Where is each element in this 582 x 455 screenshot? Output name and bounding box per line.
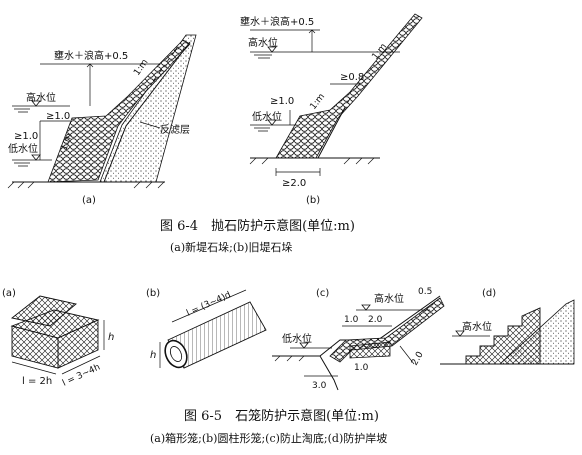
filter-leader <box>139 121 161 129</box>
dim-top-label: ≥0.8 <box>340 72 364 83</box>
low-water-marker <box>31 154 41 161</box>
wave-label-b: 壅水＋浪高+0.5 <box>240 15 314 28</box>
high-water-label-b: 高水位 <box>248 36 278 49</box>
dim-side-c <box>399 345 415 365</box>
high-water-marker <box>31 100 41 107</box>
fig65-panel-c: (c) 高水位 0.5 1.0 2.0 低水位 1.0 2.0 3.0 <box>272 287 445 391</box>
high-water-marker-c <box>361 304 371 311</box>
fig64-panel-b: 壅水＋浪高+0.5 高水位 1:m ≥0.8 ≥1.0 1:m 低水位 ≥2.0… <box>240 13 423 206</box>
dim-20b-label: 2.0 <box>410 350 426 368</box>
riverbed-line <box>272 355 339 391</box>
dim-arrow-wave-b <box>308 29 316 52</box>
low-water-label-c: 低水位 <box>282 332 312 345</box>
panel-label-a: (a) <box>82 195 96 206</box>
high-water-ripple-b <box>254 54 272 59</box>
ground-hatch <box>7 181 165 189</box>
panel-label-b: (b) <box>306 195 320 206</box>
low-water-ripple <box>14 162 30 167</box>
slope-lower-label-b: 1:m <box>308 92 327 112</box>
subcaption-fig64: (a)新堤石垛;(b)旧堤石垛 <box>170 240 292 254</box>
caption-fig65: 图 6-5 石笼防护示意图(单位:m) <box>184 408 379 424</box>
ground-hatch-b <box>249 157 375 165</box>
low-water-label: 低水位 <box>8 142 38 155</box>
dim-bottom-label: ≥2.0 <box>282 178 306 189</box>
stepped-gabions <box>465 307 541 365</box>
low-water-marker-c <box>299 342 309 349</box>
filter-layer-line <box>103 41 191 183</box>
cylinder-inner <box>169 346 183 362</box>
dim1-label: ≥1.0 <box>46 111 70 122</box>
high-water-label-d: 高水位 <box>462 320 492 333</box>
subcaption-fig65: (a)箱形笼;(b)圆柱形笼;(c)防止淘底;(d)防护岸坡 <box>150 431 387 445</box>
low-water-ripple-b <box>254 127 270 132</box>
dim-10a-label: 1.0 <box>344 315 359 325</box>
fig65-panel-a: (a) h l = 2h l = 3~4h <box>2 288 114 389</box>
fig64-panel-a: 壅水＋浪高+0.5 1:m 高水位 ≥1.0 ≥1.0 1:m 低水位 反滤层 … <box>7 34 197 206</box>
high-water-ripple <box>14 108 30 113</box>
filter-layer-label: 反滤层 <box>160 123 190 136</box>
dim-10b-label: 1.0 <box>354 363 369 373</box>
dim-l-front <box>11 361 57 375</box>
riprap-stone-b <box>275 13 423 159</box>
high-water-marker-d <box>455 330 465 337</box>
dim2-label: ≥1.0 <box>14 131 38 142</box>
dim-l-side <box>61 355 101 375</box>
riprap-stone <box>47 39 191 183</box>
dim-h-label: h <box>108 332 114 343</box>
dim-h-b-label: h <box>150 350 156 361</box>
dim-arrow-lower <box>39 120 70 160</box>
low-water-marker-b <box>267 119 277 126</box>
box-side <box>57 319 99 369</box>
high-water-label: 高水位 <box>26 91 56 104</box>
high-water-marker-b <box>267 46 277 53</box>
dim-mid-label: ≥1.0 <box>270 96 294 107</box>
fig65-panel-d: (d) 高水位 <box>440 288 575 365</box>
fig65-panel-b: (b) l = (3~4)d h <box>146 288 267 369</box>
dim-bottom-line <box>275 168 321 176</box>
dim-l2-label: l = 3~4h <box>61 363 102 389</box>
dim-20a-label: 2.0 <box>368 315 383 325</box>
low-water-label-b: 低水位 <box>252 110 282 123</box>
embankment <box>99 34 197 183</box>
panel-label-c: (c) <box>316 288 329 299</box>
slope-upper-label: 1:m <box>132 58 150 78</box>
dim-30-label: 3.0 <box>312 381 327 391</box>
caption-fig64: 图 6-4 抛石防护示意图(单位:m) <box>160 218 355 234</box>
dim-05-label: 0.5 <box>418 287 432 297</box>
dim-arrow-wave <box>86 63 94 106</box>
wave-label: 壅水＋浪高+0.5 <box>54 49 128 62</box>
panel-label-b2: (b) <box>146 288 160 299</box>
panel-label-d: (d) <box>482 288 496 299</box>
dim-l-b <box>171 289 247 323</box>
panel-label-a2: (a) <box>2 288 16 299</box>
high-water-label-c: 高水位 <box>374 292 404 305</box>
riverbed-hatch <box>274 355 305 362</box>
dim-l-label: l = 2h <box>22 376 52 387</box>
gabion-box-c <box>349 341 391 359</box>
